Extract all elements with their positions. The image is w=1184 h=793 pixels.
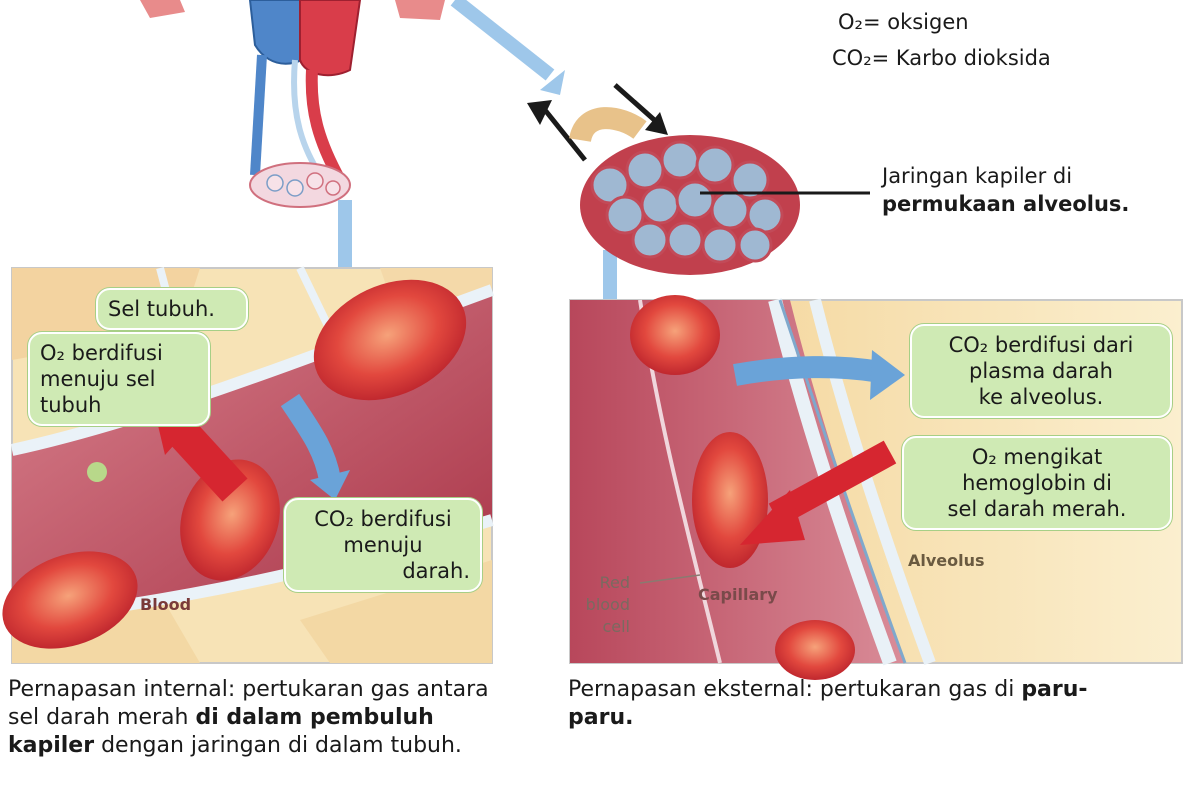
legend-co2: CO₂= Karbo dioksida	[832, 40, 1051, 76]
co2-bubble-line2: menuju	[296, 532, 470, 558]
capillary-tag: Capillary	[698, 584, 778, 606]
co2-alv-line1: CO₂ berdifusi dari	[922, 332, 1160, 358]
caption-internal-text2: dengan jaringan di dalam tubuh.	[94, 733, 462, 758]
co2-diffusion-bubble: CO₂ berdifusi menuju darah.	[284, 498, 482, 592]
alveolus-cluster	[527, 85, 870, 275]
blood-label: Blood	[140, 594, 191, 616]
sel-tubuh-bubble: Sel tubuh.	[96, 288, 248, 330]
co2-alveolus-bubble: CO₂ berdifusi dari plasma darah ke alveo…	[910, 324, 1172, 418]
co2-bubble-line3: darah.	[296, 558, 470, 584]
co2-bubble-line1: CO₂ berdifusi	[296, 506, 470, 532]
o2-bubble-line2: menuju sel	[40, 366, 198, 392]
caption-external-text1: Pernapasan eksternal: pertukaran gas di	[568, 677, 1021, 702]
co2-alv-line3: ke alveolus.	[922, 384, 1160, 410]
alveolus-label-line1: Jaringan kapiler di	[882, 162, 1129, 190]
o2-bubble-line1: O₂ berdifusi	[40, 340, 198, 366]
heart-illustration	[140, 0, 445, 207]
o2-hemoglobin-bubble: O₂ mengikat hemoglobin di sel darah mera…	[902, 436, 1172, 530]
alveolus-capillary-label: Jaringan kapiler di permukaan alveolus.	[882, 162, 1129, 218]
o2-hb-line1: O₂ mengikat	[914, 444, 1160, 470]
rbc-line3: cell	[582, 616, 630, 638]
caption-internal: Pernapasan internal: pertukaran gas anta…	[8, 676, 508, 760]
sel-tubuh-label: Sel tubuh.	[108, 297, 215, 321]
o2-bubble-line3: tubuh	[40, 392, 198, 418]
o2-hb-line2: hemoglobin di	[914, 470, 1160, 496]
red-blood-cell-tag: Red blood cell	[582, 572, 630, 638]
o2-diffusion-bubble: O₂ berdifusi menuju sel tubuh	[28, 332, 210, 426]
legend: O₂= oksigen CO₂= Karbo dioksida	[838, 4, 1051, 76]
alveolus-tag: Alveolus	[908, 550, 985, 572]
o2-hb-line3: sel darah merah.	[914, 496, 1160, 522]
co2-alv-line2: plasma darah	[922, 358, 1160, 384]
caption-external: Pernapasan eksternal: pertukaran gas di …	[568, 676, 1128, 732]
alveolus-label-line2: permukaan alveolus.	[882, 190, 1129, 218]
rbc-line2: blood	[582, 594, 630, 616]
rbc-line1: Red	[582, 572, 630, 594]
legend-o2: O₂= oksigen	[838, 4, 1051, 40]
